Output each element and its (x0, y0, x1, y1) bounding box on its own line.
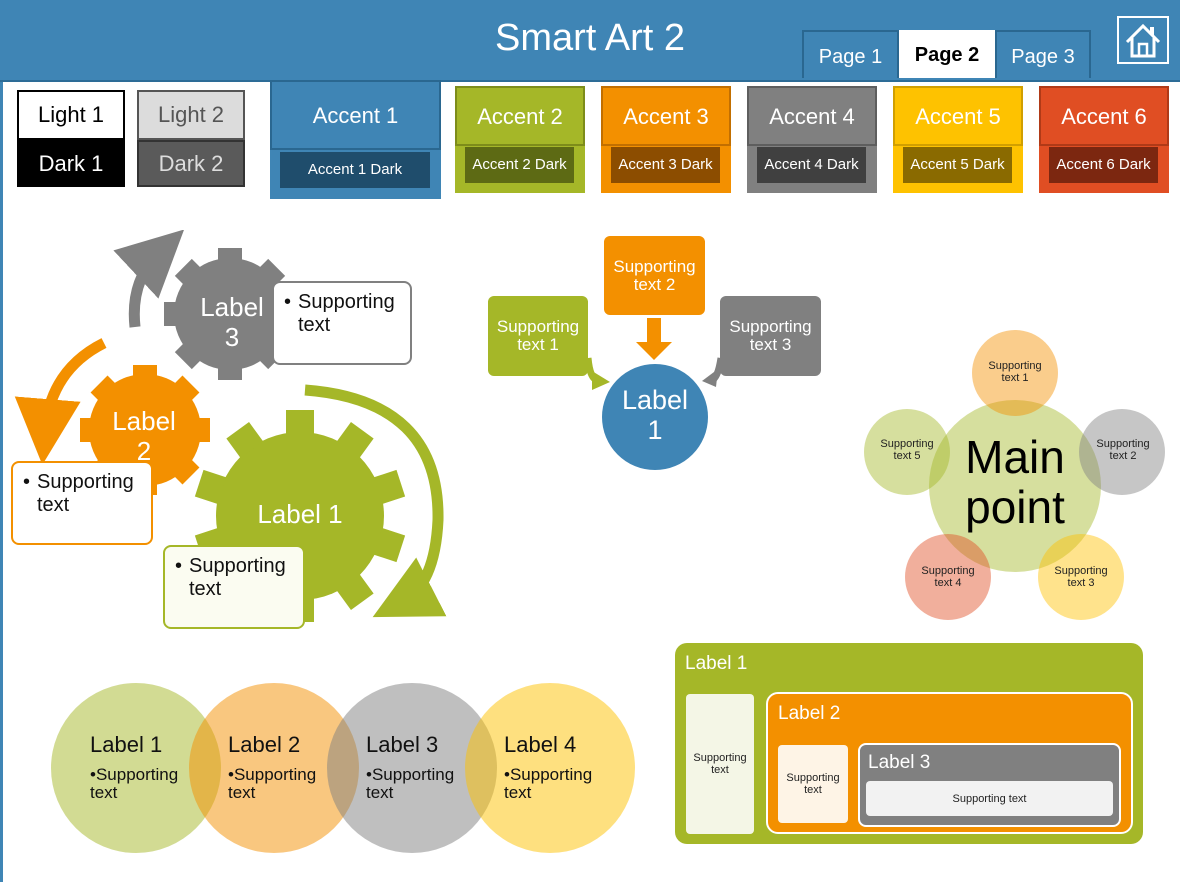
gear-2-supporting-text: Supporting (37, 471, 134, 493)
swatch-accent-4: Accent 4 Accent 4 Dark (747, 86, 877, 193)
swatch-accent-4-label: Accent 4 (747, 86, 877, 146)
radial-main-label-text: Main point (965, 431, 1065, 533)
tab-page-1[interactable]: Page 1 (802, 30, 899, 78)
radial-circle-5 (864, 409, 950, 495)
gear-2-supporting-box: •Supporting text (11, 461, 153, 545)
converging-box-1: Supporting text 1 (488, 296, 588, 376)
venn-label-3: Label 3 (366, 732, 439, 757)
gear-2-label: Label 2 (102, 406, 186, 466)
converging-center-circle (602, 364, 708, 470)
venn-label-1: Label 1 (90, 732, 163, 757)
venn-circle-1 (51, 683, 221, 853)
gear-1-supporting-text: Supporting (189, 555, 286, 577)
nested-label-2: Label 2 (778, 703, 841, 724)
nested-label-3: Label 3 (868, 752, 931, 773)
venn-text-1: •Supporting text (90, 765, 179, 802)
radial-main-circle (929, 400, 1101, 572)
gear-3-supporting-text: Supporting (298, 291, 395, 313)
swatch-accent-3-dark: Accent 3 Dark (611, 147, 720, 183)
radial-circle-1 (972, 330, 1058, 416)
converging-box-1-text: Supporting text 1 (496, 317, 580, 354)
gear-arc-1 (304, 384, 447, 618)
venn-text-1-content: Supporting text (90, 765, 179, 802)
gear-3-supporting-text-2: text (298, 314, 331, 336)
venn-text-4-content: Supporting text (504, 765, 593, 802)
tab-page-3[interactable]: Page 3 (995, 30, 1091, 78)
venn-text-4: •Supporting text (504, 765, 593, 802)
swatch-accent-5: Accent 5 Accent 5 Dark (893, 86, 1023, 193)
radial-circle-3 (1038, 534, 1124, 620)
gear-arc-2 (14, 338, 107, 465)
swatch-accent-1-label: Accent 1 (270, 80, 441, 150)
swatch-accent-5-label: Accent 5 (893, 86, 1023, 146)
swatch-dark-2: Dark 2 (137, 140, 245, 187)
venn-circle-3 (327, 683, 497, 853)
radial-main-label: Main point (935, 432, 1095, 532)
nested-supporting-2: Supporting text (778, 745, 848, 823)
radial-text-5: Supporting text 5 (880, 438, 934, 462)
converging-box-2: Supporting text 2 (604, 236, 705, 315)
gear-3-label: Label 3 (190, 292, 274, 352)
venn-text-2-content: Supporting text (228, 765, 317, 802)
gear-arc-3 (113, 230, 185, 328)
home-button[interactable] (1117, 16, 1169, 64)
nested-supporting-1: Supporting text (686, 694, 754, 834)
venn-text-3-content: Supporting text (366, 765, 455, 802)
arrow-right-head (702, 369, 718, 387)
page-title: Smart Art 2 (494, 17, 686, 59)
gear-1-supporting-box: •Supporting text (163, 545, 305, 629)
radial-text-3: Supporting text 3 (1054, 565, 1108, 589)
swatch-accent-1-dark: Accent 1 Dark (280, 152, 430, 188)
nested-supporting-2-text: Supporting text (786, 772, 840, 796)
swatch-light-1: Light 1 (17, 90, 125, 140)
gear-1-label: Label 1 (257, 499, 343, 529)
converging-center-label: Label 1 (608, 385, 702, 445)
converging-box-3: Supporting text 3 (720, 296, 821, 376)
venn-label-4: Label 4 (504, 732, 577, 757)
nested-label-1: Label 1 (685, 653, 748, 674)
swatch-dark-1: Dark 1 (17, 140, 125, 187)
converging-center-label-text: Label 1 (621, 385, 689, 445)
tab-page-2[interactable]: Page 2 (899, 30, 995, 78)
venn-circle-2 (189, 683, 359, 853)
swatch-accent-3: Accent 3 Accent 3 Dark (601, 86, 731, 193)
gear-3-supporting-box: •Supporting text (272, 281, 412, 365)
radial-circle-4 (905, 534, 991, 620)
radial-text-2: Supporting text 2 (1096, 438, 1150, 462)
radial-text-1: Supporting text 1 (988, 360, 1042, 384)
radial-circle-2 (1079, 409, 1165, 495)
converging-box-3-text: Supporting text 3 (729, 317, 812, 354)
nested-supporting-3-text: Supporting text (952, 792, 1027, 805)
radial-diagram (864, 330, 1165, 620)
swatch-accent-2: Accent 2 Accent 2 Dark (455, 86, 585, 193)
home-icon (1125, 23, 1161, 58)
swatch-accent-6-dark: Accent 6 Dark (1049, 147, 1158, 183)
gear-1-supporting-text-2: text (189, 578, 222, 600)
nested-supporting-1-text: Supporting text (693, 752, 747, 776)
swatch-accent-6-label: Accent 6 (1039, 86, 1169, 146)
gear-2-label-text: Label 2 (112, 406, 176, 466)
nested-supporting-3: Supporting text (866, 781, 1113, 816)
venn-text-2: •Supporting text (228, 765, 317, 802)
swatch-accent-1: Accent 1 Accent 1 Dark (270, 80, 441, 199)
left-edge (0, 0, 3, 882)
swatch-light-2: Light 2 (137, 90, 245, 140)
converging-diagram (584, 318, 725, 470)
swatch-accent-2-dark: Accent 2 Dark (465, 147, 574, 183)
swatch-accent-2-label: Accent 2 (455, 86, 585, 146)
swatch-accent-6: Accent 6 Accent 6 Dark (1039, 86, 1169, 193)
arrow-down (636, 318, 672, 360)
gear-2-supporting-text-2: text (37, 494, 70, 516)
arrow-left-head (592, 371, 610, 390)
venn-diagram (51, 683, 635, 853)
swatch-accent-5-dark: Accent 5 Dark (903, 147, 1012, 183)
gear-3-label-text: Label 3 (200, 292, 264, 352)
venn-label-2: Label 2 (228, 732, 301, 757)
swatch-accent-4-dark: Accent 4 Dark (757, 147, 866, 183)
venn-text-3: •Supporting text (366, 765, 455, 802)
converging-box-2-text: Supporting text 2 (613, 256, 696, 294)
venn-circle-4 (465, 683, 635, 853)
radial-text-4: Supporting text 4 (921, 565, 975, 589)
swatch-accent-3-label: Accent 3 (601, 86, 731, 146)
